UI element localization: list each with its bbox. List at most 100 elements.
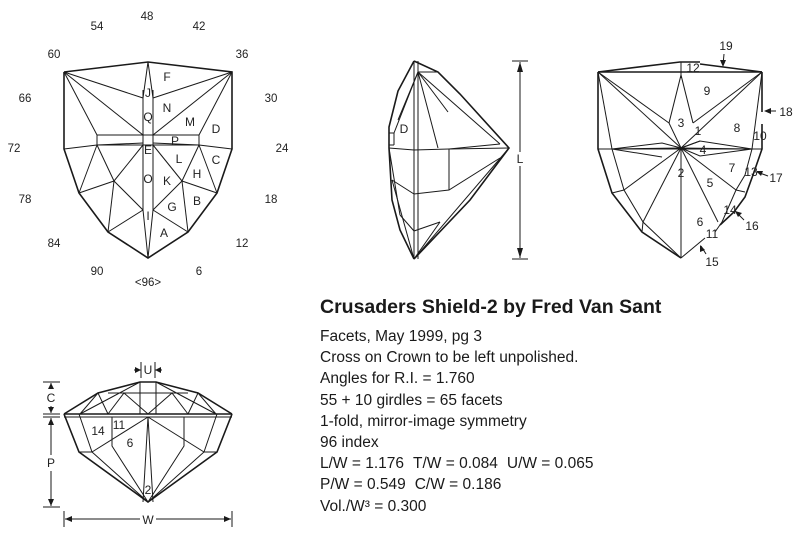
facet-label-I: I [146, 209, 149, 223]
info-ratios-1: L/W = 1.176 T/W = 0.084 U/W = 0.065 [320, 453, 661, 474]
facet-label-Q: Q [143, 110, 152, 124]
info-ratios-2: P/W = 0.549 C/W = 0.186 [320, 474, 661, 495]
pavilion-label-4: 4 [700, 143, 707, 157]
arrow-15-icon [700, 245, 705, 252]
dimension-label-P: P [47, 456, 55, 470]
side-view: D L [388, 60, 528, 260]
info-symmetry: 1-fold, mirror-image symmetry [320, 412, 527, 430]
pavilion-view: 12 9 3 1 8 10 4 2 7 13 5 14 6 11 19 18 1… [597, 39, 793, 269]
info-index: 96 index [320, 434, 379, 452]
pavilion-label-12: 12 [686, 61, 700, 75]
crown-girdle-right [152, 142, 233, 150]
info-facet-count: 55 + 10 girdles = 65 facets [320, 391, 503, 409]
facet-label-D: D [212, 122, 221, 136]
index-wheel: 48 54 42 60 36 66 30 72 24 78 18 84 12 9… [8, 11, 289, 289]
index-label-36: 36 [236, 49, 249, 61]
design-info: Crusaders Shield-2 by Fred Van Sant Face… [320, 296, 661, 517]
ratio-tw: T/W = 0.084 [413, 455, 498, 473]
facet-label-G: G [167, 200, 176, 214]
index-label-90: 90 [91, 266, 104, 278]
facet-label-J: J [145, 86, 151, 100]
pavilion-label-13: 13 [744, 165, 758, 179]
arrow-18-icon [764, 108, 771, 114]
index-label-84: 84 [48, 238, 61, 250]
index-label-54: 54 [91, 21, 104, 33]
facet-label-O: O [143, 172, 152, 186]
info-ri: Angles for R.I. = 1.760 [320, 370, 475, 388]
index-label-60: 60 [48, 49, 61, 61]
info-source: Facets, May 1999, pg 3 [320, 328, 482, 345]
ratio-lw: L/W = 1.176 [320, 455, 405, 473]
pavilion-label-9: 9 [704, 84, 711, 98]
design-title: Crusaders Shield-2 by Fred Van Sant [320, 296, 662, 318]
callout-label-15: 15 [705, 255, 719, 269]
callout-label-19: 19 [719, 39, 733, 53]
ratio-cw: C/W = 0.186 [414, 476, 502, 494]
pavilion-label-14: 14 [723, 203, 737, 217]
profile-label-2: 2 [145, 483, 152, 497]
pavilion-label-3: 3 [678, 116, 685, 130]
dimension-u: U [134, 362, 162, 378]
callout-label-16: 16 [745, 219, 759, 233]
dimension-label-C: C [47, 391, 56, 405]
pavilion-label-2: 2 [678, 166, 685, 180]
dimension-p: P [43, 416, 60, 508]
dimension-c: C [43, 381, 60, 415]
info-note: Cross on Crown to be left unpolished. [320, 349, 579, 367]
callout-label-17: 17 [769, 171, 783, 185]
profile-view: 14 11 6 2 U C [43, 362, 233, 527]
crown-view: F J N Q M D P E L C H O K G B I A [63, 61, 233, 259]
arrow-16-icon [735, 211, 742, 217]
pavilion-label-5: 5 [707, 176, 714, 190]
length-dimension: L [512, 60, 528, 260]
index-label-42: 42 [193, 21, 206, 33]
facet-label-F: F [163, 70, 170, 84]
side-outline-right [413, 60, 511, 260]
ratio-pw: P/W = 0.549 [320, 476, 406, 494]
pavilion-label-10: 10 [753, 129, 767, 143]
facet-label-H: H [193, 167, 202, 181]
index-label-12: 12 [236, 238, 249, 250]
pavilion-label-6: 6 [697, 215, 704, 229]
profile-label-14: 14 [91, 424, 105, 438]
info-volume: Vol./W³ = 0.300 [320, 497, 427, 515]
index-label-72: 72 [8, 143, 21, 155]
index-label-48: 48 [141, 11, 154, 23]
profile-crown-outline [63, 381, 233, 415]
pavilion-label-8: 8 [734, 121, 741, 135]
arrow-17-icon [756, 171, 763, 176]
index-label-18: 18 [265, 194, 278, 206]
facet-label-N: N [163, 101, 172, 115]
dimension-label-L: L [517, 152, 524, 166]
side-facet-label-D: D [400, 122, 409, 136]
facet-label-E: E [144, 143, 152, 157]
ratio-uw: U/W = 0.065 [506, 455, 594, 473]
pavilion-label-7: 7 [729, 161, 736, 175]
crown-girdle-left [63, 142, 144, 150]
dimension-label-W: W [142, 513, 154, 527]
pavilion-outline-right [719, 124, 763, 226]
pavilion-label-1: 1 [695, 124, 702, 138]
index-label-6: 6 [196, 266, 202, 278]
facet-label-C: C [212, 153, 221, 167]
facet-label-L: L [176, 152, 183, 166]
arrow-up-icon [517, 62, 523, 72]
facet-label-M: M [185, 115, 195, 129]
profile-label-6: 6 [127, 436, 134, 450]
facet-label-P: P [171, 134, 179, 148]
pavilion-label-11: 11 [706, 227, 719, 241]
arrow-19-icon [720, 60, 726, 67]
profile-label-11: 11 [113, 418, 126, 432]
index-label-66: 66 [19, 93, 32, 105]
index-label-78: 78 [19, 194, 32, 206]
index-label-24: 24 [276, 143, 289, 155]
dimension-label-U: U [144, 363, 153, 377]
facet-label-K: K [163, 174, 171, 188]
index-label-96: <96> [135, 277, 162, 289]
callout-label-18: 18 [779, 105, 793, 119]
index-label-30: 30 [265, 93, 278, 105]
facet-label-A: A [160, 226, 168, 240]
pavilion-star [597, 71, 763, 259]
facet-label-B: B [193, 194, 201, 208]
